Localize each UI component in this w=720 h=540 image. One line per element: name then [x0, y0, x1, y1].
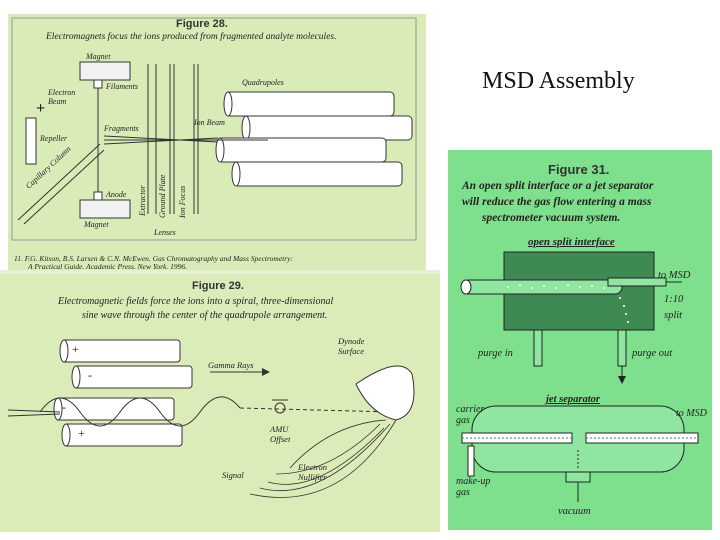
figure-31-label: Figure 31. [548, 162, 610, 177]
magnet-top-label: Magnet [86, 52, 111, 61]
plus-2-label: + [78, 426, 85, 440]
purge-out-label: purge out [632, 348, 673, 359]
purge-in-label: purge in [478, 348, 513, 359]
to-msd-jet-label: to MSD [676, 408, 707, 419]
slide-title: MSD Assembly [482, 68, 635, 94]
vacuum-label: vacuum [558, 506, 591, 517]
ion-beam-label: Ion Beam [194, 118, 225, 127]
ion-focus-label: Ion Focus [178, 185, 187, 218]
reference-line-1: 11. F.G. Kitson, B.S. Larsen & C.N. McEw… [14, 254, 293, 263]
plus-1-label: + [72, 342, 79, 356]
figure-31-caption-line2: will reduce the gas flow entering a mass [462, 196, 652, 208]
figure-29-caption-line1: Electromagnetic fields force the ions in… [58, 296, 334, 307]
makeup-gas-label: make-up gas [456, 476, 491, 498]
filaments-label: Filaments [106, 82, 138, 91]
figure-29-caption-line2: sine wave through the center of the quad… [82, 310, 328, 321]
open-split-interface-label: open split interface [528, 236, 615, 248]
minus-1-label: - [88, 368, 92, 382]
ground-plate-label: Ground Plate [158, 174, 167, 218]
reference-line-2: A Practical Guide. Academic Press. New Y… [28, 262, 187, 270]
magnet-bottom-label: Magnet [84, 220, 109, 229]
to-msd-label: to MSD [658, 270, 691, 281]
figure-31-caption-line1: An open split interface or a jet separat… [462, 180, 654, 192]
figure-28-caption: Electromagnets focus the ions produced f… [46, 32, 337, 42]
split-ratio-label: 1:10 [664, 294, 684, 305]
anode-label: Anode [106, 190, 127, 199]
jet-separator-label: jet separator [546, 394, 600, 405]
quadrupoles-label: Quadrupoles [242, 78, 284, 87]
figure-29-diagram [7, 339, 415, 498]
figure-28-diagram [11, 17, 417, 241]
figure-31-caption-line3: spectrometer vacuum system. [482, 212, 621, 224]
gamma-rays-label: Gamma Rays [208, 360, 254, 370]
amu-offset-label: AMU Offset [270, 424, 291, 444]
extractor-label: Extractor [138, 185, 147, 216]
signal-label: Signal [222, 470, 244, 480]
plus-label: + [36, 100, 46, 117]
electron-beam-label: Electron Beam [48, 88, 76, 106]
figure-31-diagram [460, 251, 699, 502]
minus-2-label: - [62, 400, 66, 414]
lenses-label: Lenses [154, 228, 176, 237]
figure-28-label: Figure 28. [176, 18, 228, 30]
dynode-surface-label: Dynode Surface [338, 336, 365, 356]
fragments-label: Fragments [104, 124, 139, 133]
repeller-label: Repeller [40, 134, 68, 143]
figure-29-label: Figure 29. [192, 280, 244, 292]
split-label: split [664, 310, 683, 321]
figure-29-panel: Figure 29. Electromagnetic fields force … [0, 270, 440, 532]
figure-28-panel: Figure 28. Electromagnets focus the ions… [8, 14, 426, 270]
figure-31-panel: Figure 31. An open split interface or a … [448, 150, 712, 530]
electron-nullifier-label: Electron Nullifier [298, 462, 327, 482]
carrier-gas-label: carrier gas [456, 404, 485, 426]
